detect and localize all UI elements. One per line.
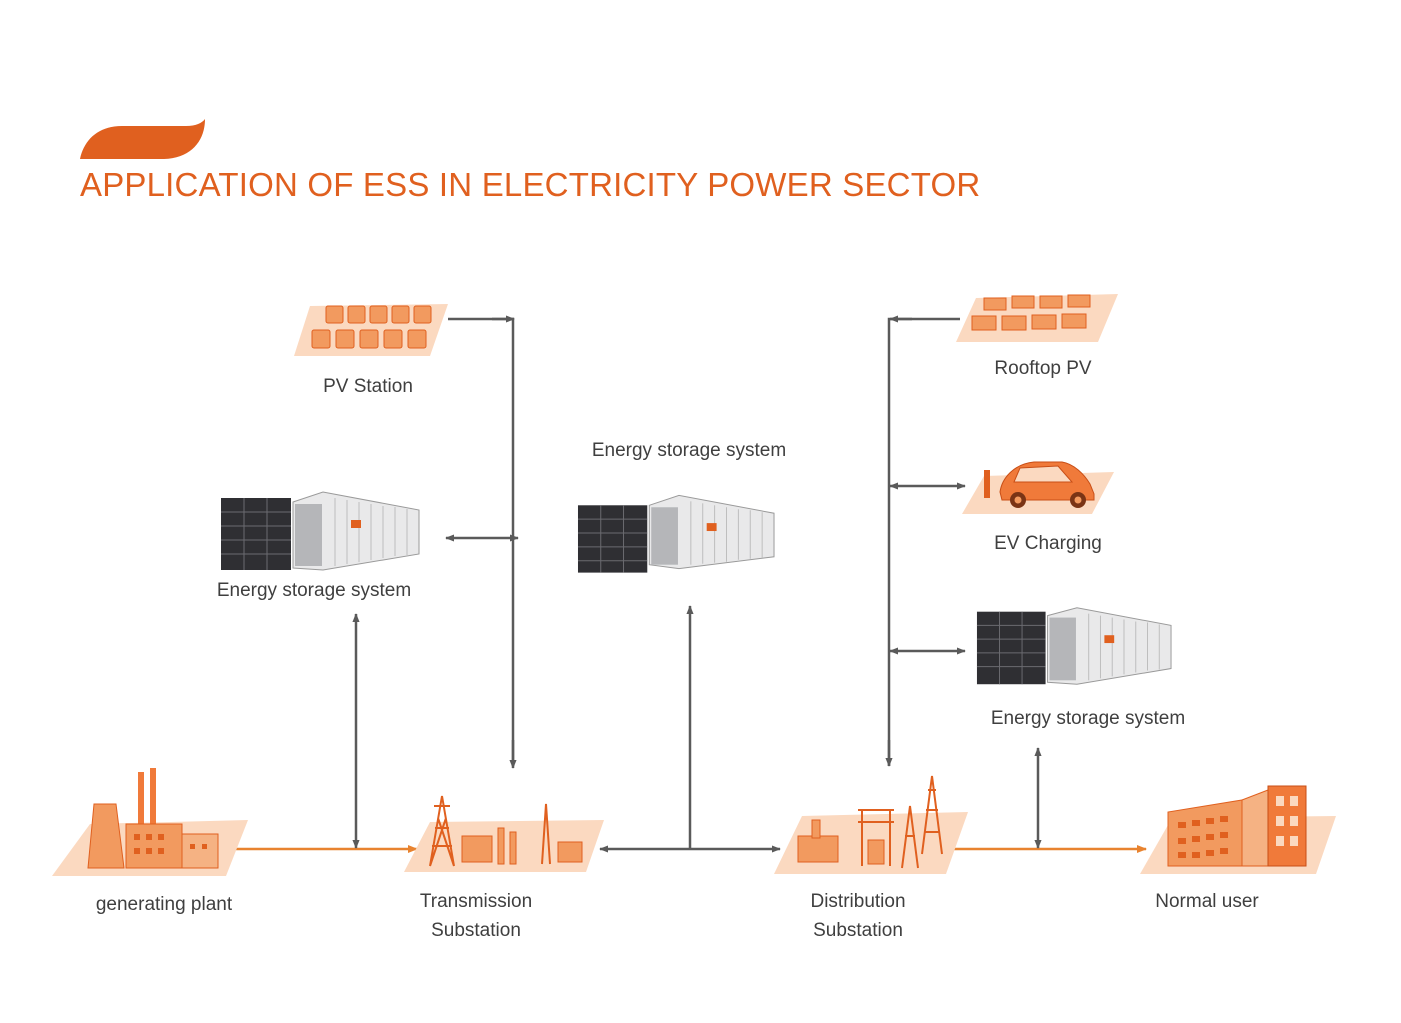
rooftop-solar-houses-icon [956,294,1118,342]
office-building-icon [1140,785,1336,874]
label-ess-right: Energy storage system [990,708,1186,729]
battery-rack-and-container-icon [577,494,775,573]
power-plant-icon [52,768,248,876]
battery-rack-and-container-icon [221,491,420,571]
solar-panel-array-icon [294,304,448,356]
orange-swoosh-icon [80,119,205,159]
battery-rack-and-container-icon [976,607,1172,685]
label-distribution-substation: Distribution Substation [810,891,906,941]
pv-to-transmission-line [448,317,515,766]
label-ess-left: Energy storage system [216,580,412,601]
label-normal-user: Normal user [1155,891,1259,912]
label-ev-charging: EV Charging [994,533,1102,554]
label-ess-center: Energy storage system [591,440,787,461]
transmission-tower-icon [404,795,604,872]
distribution-substation-icon [774,775,968,874]
rooftop-to-distribution-line [887,317,960,766]
label-transmission-substation: Transmission Substation [419,891,533,941]
label-rooftop-pv: Rooftop PV [994,358,1092,379]
electric-car-icon [962,461,1114,514]
page-title: APPLICATION OF ESS IN ELECTRICITY POWER … [80,166,981,203]
bidirectional-arrows [352,315,1042,853]
label-generating-plant: generating plant [95,894,233,915]
label-pv-station: PV Station [323,376,413,397]
